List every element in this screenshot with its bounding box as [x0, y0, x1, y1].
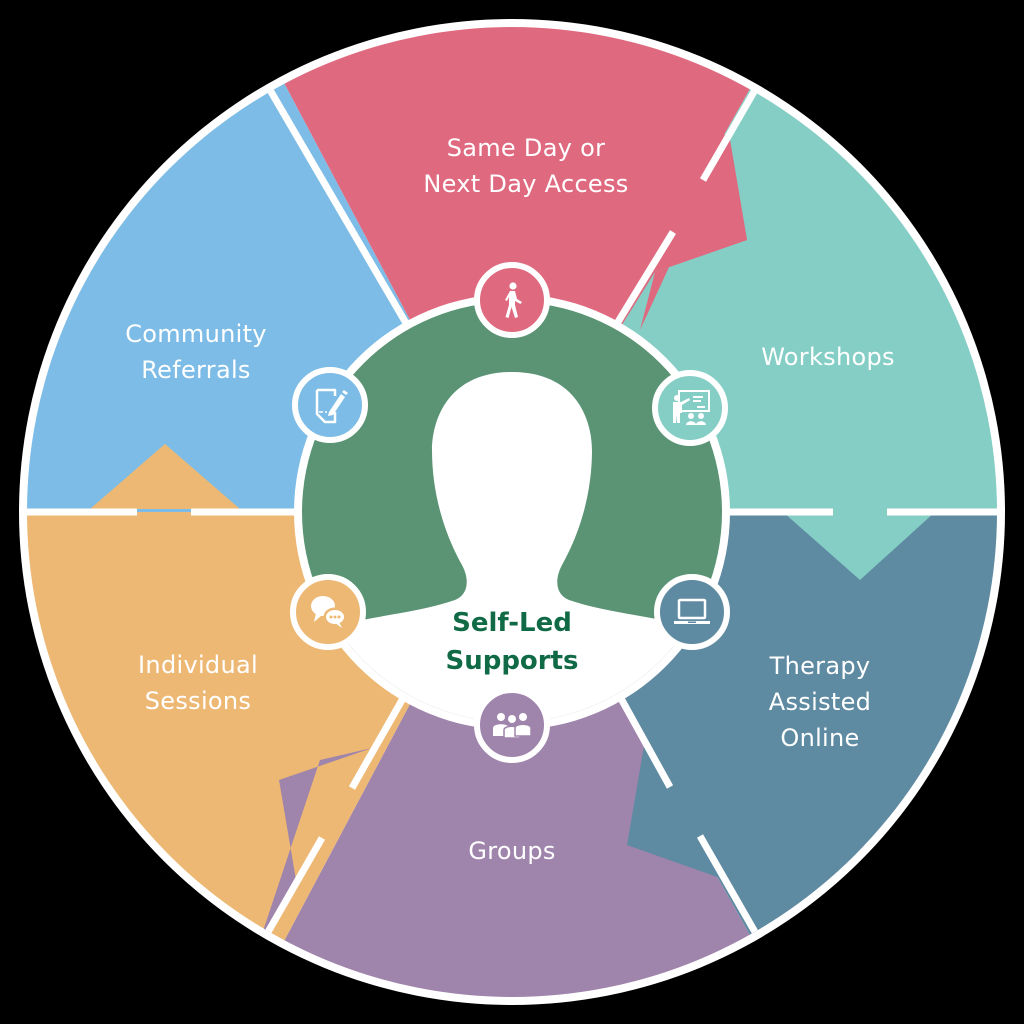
arrow-teal: [783, 512, 935, 580]
center-label: Self-Led Supports: [445, 604, 578, 680]
label-line: Groups: [468, 837, 556, 865]
arrow-slate: [627, 740, 780, 980]
segment-same-day-access[interactable]: [240, 0, 800, 512]
label-line: Next Day Access: [423, 170, 629, 198]
divider-purple-orange-b: [264, 836, 326, 934]
badge-community-referrals[interactable]: [292, 367, 368, 443]
label-workshops: Workshops: [761, 339, 895, 375]
label-line: Assisted: [768, 688, 872, 716]
divider-purple-orange-a: [348, 691, 410, 790]
arrow-orange: [90, 444, 240, 509]
center-label-line: Supports: [445, 646, 579, 676]
badge-groups[interactable]: [474, 687, 550, 763]
label-line: Workshops: [761, 343, 895, 371]
badge-therapy-online[interactable]: [654, 574, 730, 650]
label-same-day-access: Same Day or Next Day Access: [423, 130, 628, 202]
label-line: Referrals: [141, 356, 251, 384]
divider-pink-teal-a: [699, 88, 759, 182]
label-community-referrals: Community Referrals: [125, 316, 267, 388]
badge-same-day[interactable]: [474, 262, 550, 338]
document-pen-icon: [315, 388, 348, 424]
segment-groups[interactable]: [240, 512, 800, 1024]
label-line: Same Day or: [446, 134, 606, 162]
group-people-icon: [493, 713, 532, 739]
chat-bubbles-icon: [311, 596, 347, 628]
label-individual-sessions: Individual Sessions: [138, 647, 258, 719]
divider-slate-purple-b: [696, 834, 759, 934]
presentation-icon: [673, 390, 710, 425]
divider-slate-purple-a: [614, 691, 674, 789]
label-therapy-assisted-online: Therapy Assisted Online: [769, 648, 871, 756]
divider-blue-pink: [266, 88, 414, 332]
label-groups: Groups: [468, 833, 555, 869]
label-line: Individual: [138, 651, 258, 679]
label-line: Sessions: [144, 687, 252, 715]
person-silhouette-icon: [302, 372, 722, 722]
badge-individual-sessions[interactable]: [290, 574, 366, 650]
laptop-icon: [674, 598, 710, 624]
label-line: Therapy: [769, 652, 871, 680]
badge-workshops[interactable]: [652, 370, 728, 446]
center-label-line: Self-Led: [452, 608, 572, 638]
label-line: Community: [125, 320, 267, 348]
label-line: Online: [780, 724, 860, 752]
walking-person-icon: [505, 282, 522, 318]
divider-pink-teal-b: [607, 230, 676, 337]
